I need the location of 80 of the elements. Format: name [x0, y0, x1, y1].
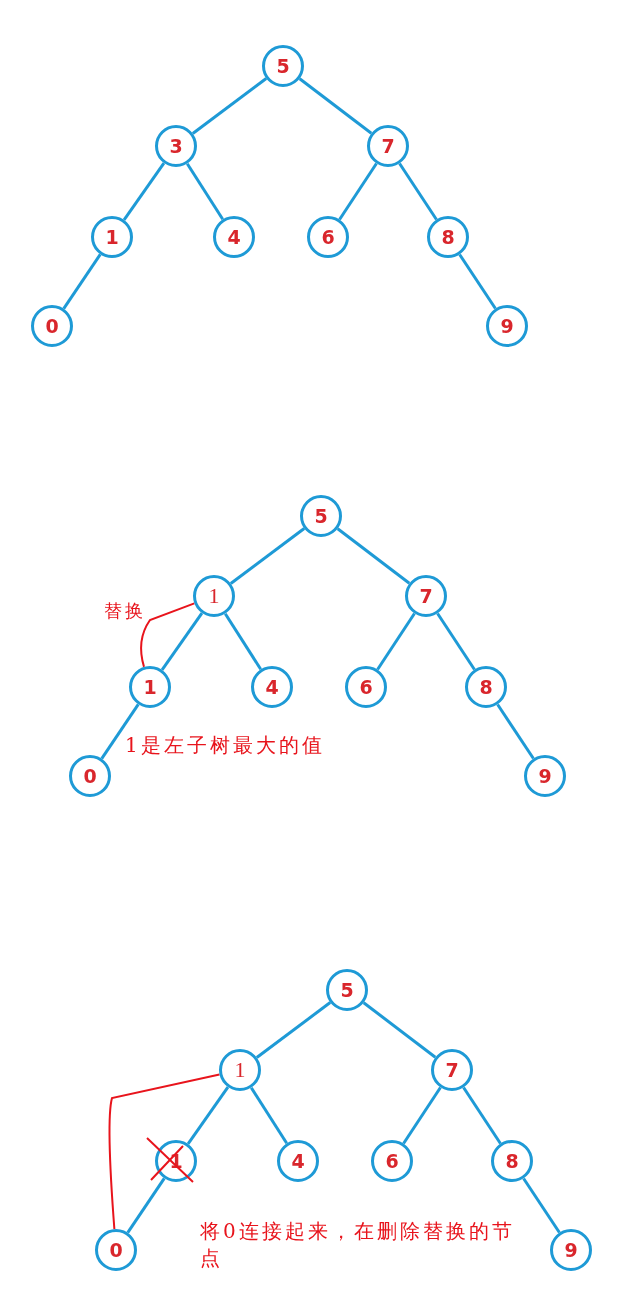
tree-node-circle: [431, 1049, 473, 1091]
node-value: 3: [169, 136, 183, 156]
node-value: 4: [265, 677, 279, 697]
tree-node-circle: [367, 125, 409, 167]
tree-node-circle: [277, 1140, 319, 1182]
tree-edge: [250, 1086, 288, 1145]
tree-node-circle: [491, 1140, 533, 1182]
node-value: 5: [340, 980, 354, 1000]
tree-edge: [398, 162, 438, 221]
node-value: 0: [83, 766, 97, 786]
annotation-line: [108, 1073, 221, 1231]
tree-edge: [402, 1086, 442, 1145]
node-value: 9: [538, 766, 552, 786]
tree-node-circle: [550, 1229, 592, 1271]
tree-edge: [224, 612, 262, 671]
tree-edge: [458, 253, 497, 310]
node-value: 1: [105, 227, 119, 247]
node-value: 6: [385, 1151, 399, 1171]
node-value: 9: [564, 1240, 578, 1260]
tree-node-circle: [307, 216, 349, 258]
node-value: 0: [45, 316, 59, 336]
tree-node-circle: [262, 45, 304, 87]
tree-node-circle: [95, 1229, 137, 1271]
node-value: 0: [109, 1240, 123, 1260]
node-value: 5: [314, 506, 328, 526]
tree-node-circle: [326, 969, 368, 1011]
tree-node-circle: [371, 1140, 413, 1182]
node-value: 8: [441, 227, 455, 247]
tree-edge: [376, 612, 416, 671]
node-value: 6: [359, 677, 373, 697]
tree-node-circle: [69, 755, 111, 797]
tree-edge: [255, 1001, 332, 1059]
node-value: 4: [227, 227, 241, 247]
tree-node-circle: [219, 1049, 261, 1091]
tree-edge: [462, 1086, 502, 1145]
tree-edge: [522, 1177, 561, 1234]
node-value: 1: [234, 1059, 246, 1081]
node-value: 1: [143, 677, 157, 697]
node-value: 9: [500, 316, 514, 336]
tree-node-circle: [524, 755, 566, 797]
node-value: 4: [291, 1151, 305, 1171]
tree-node-circle: [405, 575, 447, 617]
node-value: 8: [505, 1151, 519, 1171]
annotation-text: 将0连接起来，在删除替换的节点: [200, 1218, 516, 1272]
tree-node-circle: [213, 216, 255, 258]
annotation-line: [140, 602, 196, 668]
tree-node-circle: [91, 216, 133, 258]
node-value: 7: [381, 136, 395, 156]
node-value: 8: [479, 677, 493, 697]
node-value: 6: [321, 227, 335, 247]
tree-node-circle: [300, 495, 342, 537]
tree-edge: [229, 527, 306, 585]
tree-node-circle: [155, 125, 197, 167]
tree-edge: [160, 612, 204, 671]
tree-edge: [100, 703, 140, 760]
tree-edge: [186, 1086, 230, 1145]
tree-edge: [191, 77, 268, 135]
tree-edge: [62, 253, 102, 310]
node-value: 7: [419, 586, 433, 606]
tree-node-circle: [129, 666, 171, 708]
tree-edge: [186, 162, 224, 221]
tree-edge: [362, 1001, 437, 1059]
tree-edge: [126, 1177, 166, 1234]
tree-node-circle: [465, 666, 507, 708]
annotation-text: 1是左子树最大的值: [125, 732, 326, 759]
tree-edge: [336, 527, 411, 585]
tree-edge: [122, 162, 166, 221]
tree-node-circle: [251, 666, 293, 708]
node-value: 1: [208, 585, 220, 607]
tree-node-circle: [427, 216, 469, 258]
tree-node-circle: [31, 305, 73, 347]
node-value: 5: [276, 56, 290, 76]
tree-edge: [496, 703, 535, 760]
tree-edge: [338, 162, 378, 221]
tree-node-circle: [193, 575, 235, 617]
node-value: 7: [445, 1060, 459, 1080]
tree-edge: [298, 77, 373, 135]
tree-node-circle: [486, 305, 528, 347]
tree-edge: [436, 612, 476, 671]
tree-node-circle: [345, 666, 387, 708]
